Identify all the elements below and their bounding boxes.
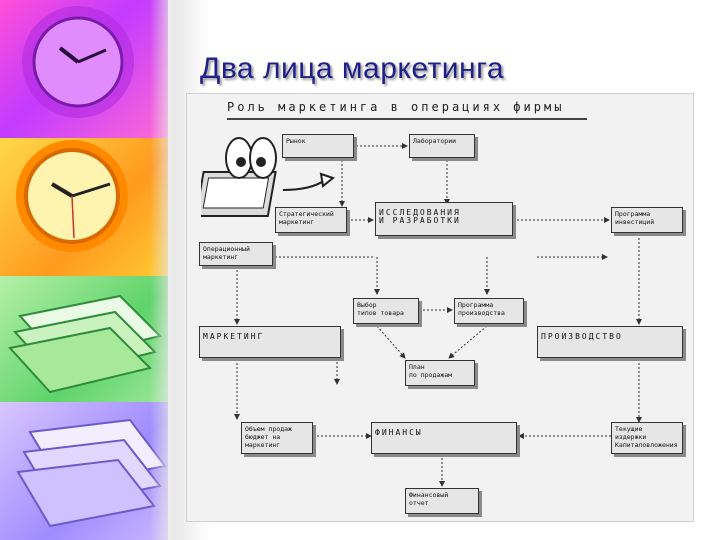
box-current-costs: Текущие издержки Капиталовложения (611, 422, 683, 454)
box-sales-budget: Объем продаж бюджет на маркетинг (241, 422, 313, 454)
decor-panel-pink (0, 0, 168, 138)
clock-icon (16, 140, 128, 252)
box-product-choice: Выбор типов товара (353, 298, 419, 324)
box-investment-program: Программа инвестиций (611, 207, 683, 233)
box-sales-plan: План по продажам (405, 360, 475, 386)
box-finance: ФИНАНСЫ (371, 422, 517, 454)
box-operational-marketing: Операционный маркетинг (199, 242, 273, 266)
box-production: ПРОИЗВОДСТВО (537, 326, 683, 358)
box-laboratories: Лаборатории (409, 134, 475, 158)
papers-icon (8, 294, 162, 394)
marketing-role-diagram: Роль маркетинга в операциях фирмы (186, 93, 694, 522)
papers-icon (16, 418, 167, 528)
box-strategic-marketing: Стратегический маркетинг (275, 207, 347, 233)
diagram-connectors (234, 143, 642, 487)
box-financial-report: Финансовый отчет (405, 488, 479, 514)
clock-icon (22, 6, 134, 118)
page-title: Два лица маркетинга (200, 52, 505, 85)
decor-panel-green (0, 276, 168, 402)
cartoon-computer-icon (201, 137, 336, 217)
diagram-title-underline (227, 118, 587, 120)
box-market: Рынок (282, 134, 354, 158)
decor-panel-yellow (0, 138, 168, 276)
diagram-title: Роль маркетинга в операциях фирмы (227, 100, 565, 114)
decor-panel-purple (0, 402, 168, 540)
box-production-program: Программа производства (454, 298, 524, 324)
box-research-development: ИССЛЕДОВАНИЯ И РАЗРАБОТКИ (375, 202, 513, 236)
box-marketing: МАРКЕТИНГ (199, 326, 341, 358)
